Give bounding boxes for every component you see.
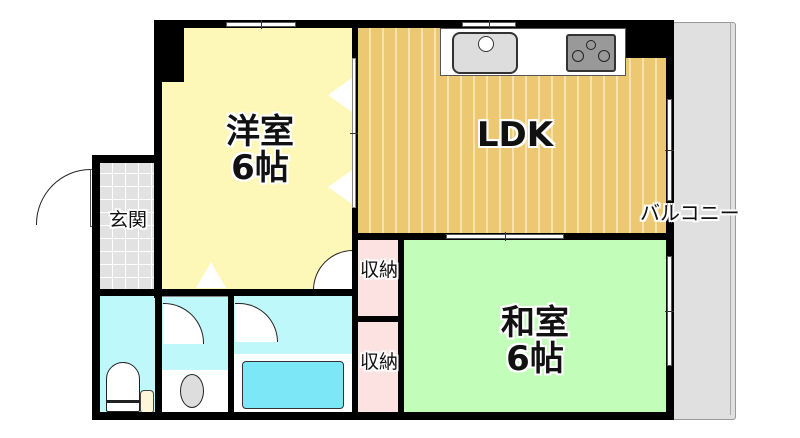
wall: [398, 233, 404, 420]
window: [665, 256, 674, 366]
western-room-label: 洋室 6帖: [205, 112, 315, 188]
storage-upper-label: 収納: [359, 259, 398, 281]
window: [226, 20, 296, 29]
toilet-paper-icon: [140, 390, 154, 414]
storage-lower: [358, 322, 400, 415]
balcony-rail: [672, 22, 731, 415]
japanese-room: [404, 240, 668, 415]
western-room: [160, 28, 355, 290]
japanese-room-label: 和室 6帖: [480, 303, 590, 379]
washbasin-icon: [180, 374, 204, 408]
sliding-door: [350, 58, 358, 208]
entrance-door-icon: [36, 169, 92, 225]
storage-upper: [358, 240, 400, 318]
wall: [92, 155, 100, 420]
window: [665, 99, 674, 201]
wall: [352, 316, 404, 322]
storage-lower-label: 収納: [359, 351, 398, 373]
door-marker-icon: [196, 262, 226, 288]
japanese-room-name: 和室: [501, 303, 569, 343]
wall: [228, 289, 234, 420]
stove-icon: [566, 34, 616, 72]
door-marker-icon: [328, 78, 352, 112]
window: [446, 232, 564, 241]
wall: [666, 20, 674, 420]
western-room-size: 6帖: [231, 147, 289, 188]
wall: [352, 28, 358, 420]
balcony-label: バルコニー: [640, 201, 740, 225]
ldk-label: LDK: [476, 115, 554, 155]
door-marker-icon: [328, 170, 352, 204]
wall: [92, 155, 162, 163]
wall: [155, 289, 162, 420]
wall: [92, 289, 358, 296]
sink-icon: [452, 32, 518, 74]
wall: [92, 412, 674, 420]
wall: [154, 20, 674, 28]
japanese-room-size: 6帖: [506, 338, 564, 379]
western-room-name: 洋室: [226, 112, 294, 152]
entrance: [100, 162, 156, 290]
window: [462, 20, 516, 29]
bathtub-icon: [242, 361, 344, 409]
entrance-label: 玄関: [108, 209, 147, 231]
toilet-icon: [106, 362, 140, 412]
